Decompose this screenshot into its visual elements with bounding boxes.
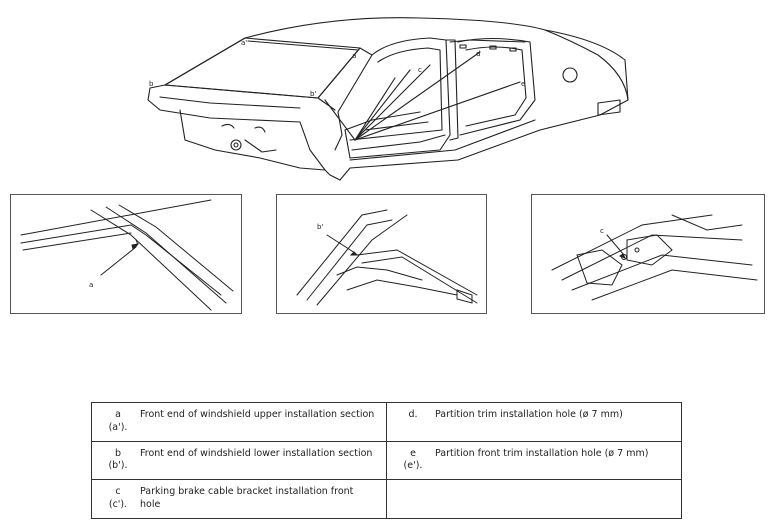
legend-code-line2: (b'). bbox=[108, 460, 128, 472]
legend-table: a (a'). Front end of windshield upper in… bbox=[91, 402, 682, 519]
legend-description: Front end of windshield upper installati… bbox=[140, 409, 375, 420]
panel2-callout: b' bbox=[317, 223, 323, 231]
legend-code-line1: c bbox=[115, 486, 121, 498]
callout-a-prime: a' bbox=[241, 39, 247, 47]
legend-code: a (a'). bbox=[96, 409, 140, 435]
legend-cell: e (e'). Partition front trim installatio… bbox=[386, 440, 682, 481]
detail-panel-windshield-lower: b' bbox=[276, 194, 487, 314]
legend-cell: d. Partition trim installation hole (ø 7… bbox=[386, 402, 682, 442]
legend-row: a (a'). Front end of windshield upper in… bbox=[91, 402, 682, 442]
legend-cell: c (c'). Parking brake cable bracket inst… bbox=[91, 479, 387, 519]
legend-code: d. bbox=[391, 409, 435, 422]
legend-code-line1: a bbox=[115, 409, 121, 420]
callout-b-prime-main: b' bbox=[310, 90, 316, 98]
legend-description: Partition trim installation hole (ø 7 mm… bbox=[435, 409, 623, 420]
vehicle-body-illustration: a' a b b' c d e bbox=[147, 17, 629, 181]
legend-code-line2: (e'). bbox=[403, 460, 423, 472]
legend-row: c (c'). Parking brake cable bracket inst… bbox=[91, 479, 682, 519]
detail-panel-windshield-upper: a bbox=[10, 194, 242, 314]
legend-code-line1: b bbox=[114, 447, 122, 459]
callout-a-main: a bbox=[352, 52, 356, 60]
legend-code-line2: (a'). bbox=[108, 421, 128, 433]
legend-code-line2: (c'). bbox=[108, 499, 128, 511]
panel1-callout: a bbox=[89, 281, 93, 289]
legend-cell: a (a'). Front end of windshield upper in… bbox=[91, 402, 387, 442]
legend-code-line1: d. bbox=[408, 409, 418, 420]
legend-code: e (e'). bbox=[391, 448, 435, 474]
legend-code: b (b'). bbox=[96, 448, 140, 474]
legend-code-line1: e bbox=[410, 447, 416, 459]
legend-row: b (b'). Front end of windshield lower in… bbox=[91, 440, 682, 481]
callout-e-main: e bbox=[521, 80, 525, 88]
callout-b-main: b bbox=[149, 80, 154, 88]
legend-description: Parking brake cable bracket installation… bbox=[140, 486, 354, 511]
legend-description: Partition front trim installation hole (… bbox=[435, 447, 649, 459]
legend-description: Front end of windshield lower installati… bbox=[140, 447, 373, 459]
panel3-callout: c bbox=[600, 227, 604, 235]
callout-c-main: c bbox=[418, 66, 422, 74]
legend-cell-empty bbox=[386, 479, 682, 519]
detail-panel-parking-brake-bracket: c bbox=[531, 194, 765, 314]
callout-d-main: d bbox=[476, 50, 480, 58]
detail-panel-1-drawing: a bbox=[20, 199, 234, 311]
legend-code: c (c'). bbox=[96, 486, 140, 512]
detail-panel-2-drawing: b' bbox=[296, 209, 478, 306]
detail-panel-3-drawing: c bbox=[551, 214, 758, 301]
legend-cell: b (b'). Front end of windshield lower in… bbox=[91, 440, 387, 481]
